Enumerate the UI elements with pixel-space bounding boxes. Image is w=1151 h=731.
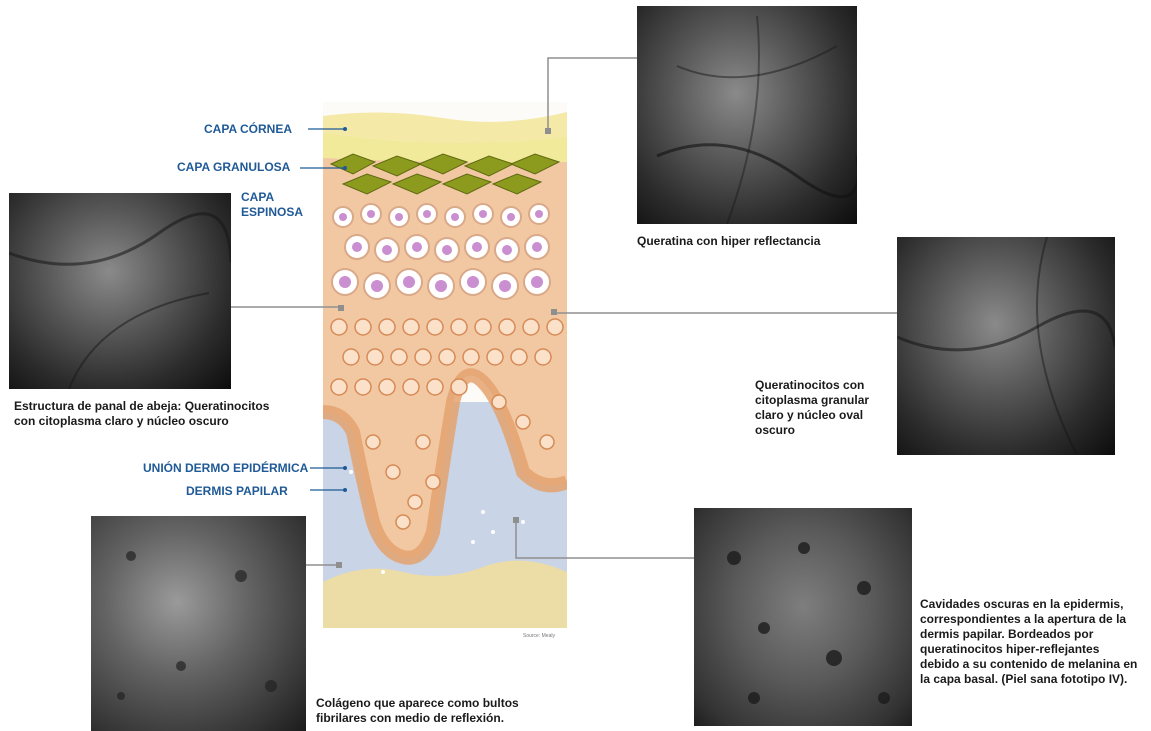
label-capa-granulosa: CAPA GRANULOSA (177, 160, 290, 175)
caption-bottom-right: Cavidades oscuras en la epidermis, corre… (920, 597, 1140, 687)
caption-left: Estructura de panal de abeja: Queratinoc… (14, 399, 284, 429)
label-capa-cornea: CAPA CÓRNEA (204, 122, 292, 137)
label-dermis-papilar: DERMIS PAPILAR (186, 484, 288, 499)
caption-bottom-left: Colágeno que aparece como bultos fibrila… (316, 696, 561, 726)
caption-top: Queratina con hiper reflectancia (637, 234, 877, 249)
label-union-dermo-epidermica: UNIÓN DERMO EPIDÉRMICA (143, 461, 308, 476)
caption-right: Queratinocitos con citoplasma granular c… (755, 378, 890, 438)
label-capa-espinosa: CAPA ESPINOSA (241, 190, 303, 220)
